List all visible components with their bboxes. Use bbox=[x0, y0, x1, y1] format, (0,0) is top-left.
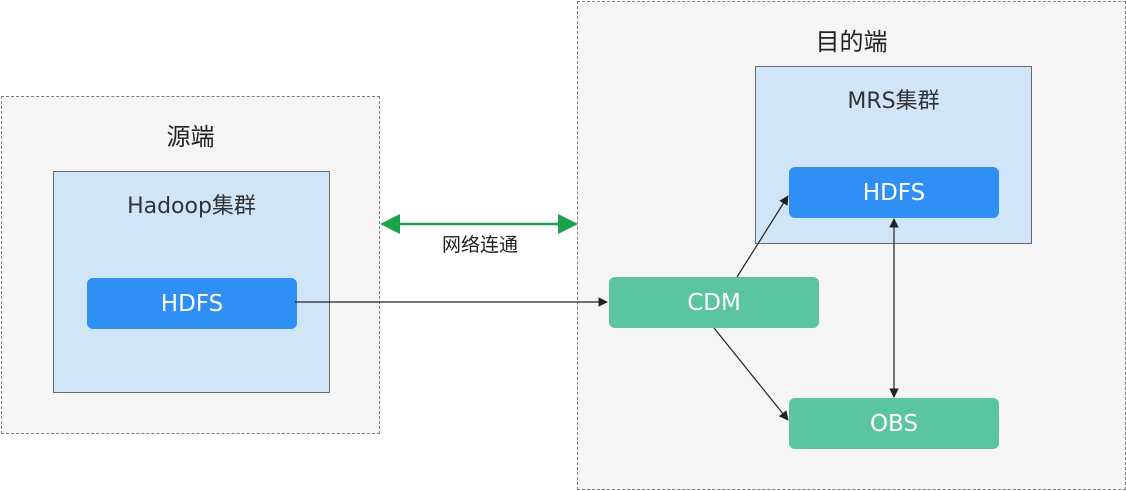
source-zone-title: 源端 bbox=[166, 123, 215, 151]
network-link-label: 网络连通 bbox=[441, 234, 518, 256]
source-hdfs-node: HDFS bbox=[87, 278, 297, 329]
obs-node: OBS bbox=[789, 398, 999, 449]
source-zone: 源端 Hadoop集群 HDFS bbox=[1, 96, 380, 434]
mrs-cluster-title: MRS集群 bbox=[847, 89, 940, 114]
hadoop-cluster: Hadoop集群 HDFS bbox=[53, 171, 330, 393]
cdm-node: CDM bbox=[609, 277, 819, 328]
destination-zone-title: 目的端 bbox=[815, 28, 888, 56]
cdm-to-hdfs-arrow bbox=[736, 195, 789, 278]
hadoop-cluster-title: Hadoop集群 bbox=[127, 194, 256, 219]
cdm-to-obs-arrow bbox=[713, 327, 789, 421]
destination-hdfs-node: HDFS bbox=[789, 167, 999, 218]
